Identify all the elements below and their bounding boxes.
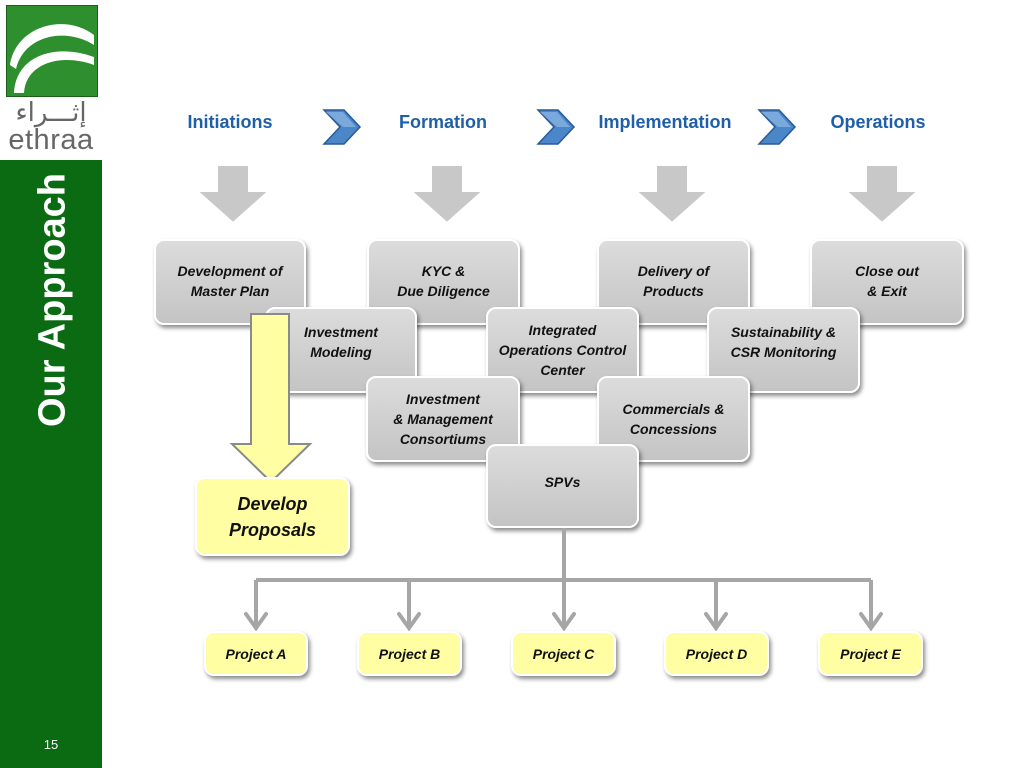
logo: إثـــراء ethraa — [0, 0, 102, 160]
project-d-box: Project D — [664, 631, 769, 676]
logo-english-text: ethraa — [8, 124, 94, 156]
logo-arabic-text: إثـــراء — [15, 98, 87, 128]
box-consortiums: Investment & Management Consortiums — [366, 376, 520, 462]
logo-mark-icon — [6, 5, 98, 97]
chevron-right-icon — [322, 109, 362, 145]
down-arrow-icon — [633, 164, 711, 225]
page-number: 15 — [43, 737, 59, 752]
stage-formation: Formation — [399, 112, 487, 132]
box-spvs: SPVs — [486, 444, 639, 528]
down-arrow-icon — [843, 164, 921, 225]
develop-proposals-box: Develop Proposals — [195, 477, 350, 556]
stage-operations: Operations — [830, 112, 926, 132]
project-c-box: Project C — [511, 631, 616, 676]
box-sustainability: Sustainability & CSR Monitoring — [707, 307, 860, 393]
project-b-box: Project B — [357, 631, 462, 676]
project-a-box: Project A — [204, 631, 308, 676]
chevron-right-icon — [757, 109, 797, 145]
down-arrow-icon — [408, 164, 486, 225]
down-arrow-icon — [229, 313, 313, 484]
sidebar: إثـــراء ethraa Our Approach 15 — [0, 0, 102, 768]
chevron-right-icon — [536, 109, 576, 145]
stage-initiations: Initiations — [187, 112, 273, 132]
down-arrow-icon — [194, 164, 272, 225]
project-e-box: Project E — [818, 631, 923, 676]
stage-implementation: Implementation — [598, 112, 732, 132]
